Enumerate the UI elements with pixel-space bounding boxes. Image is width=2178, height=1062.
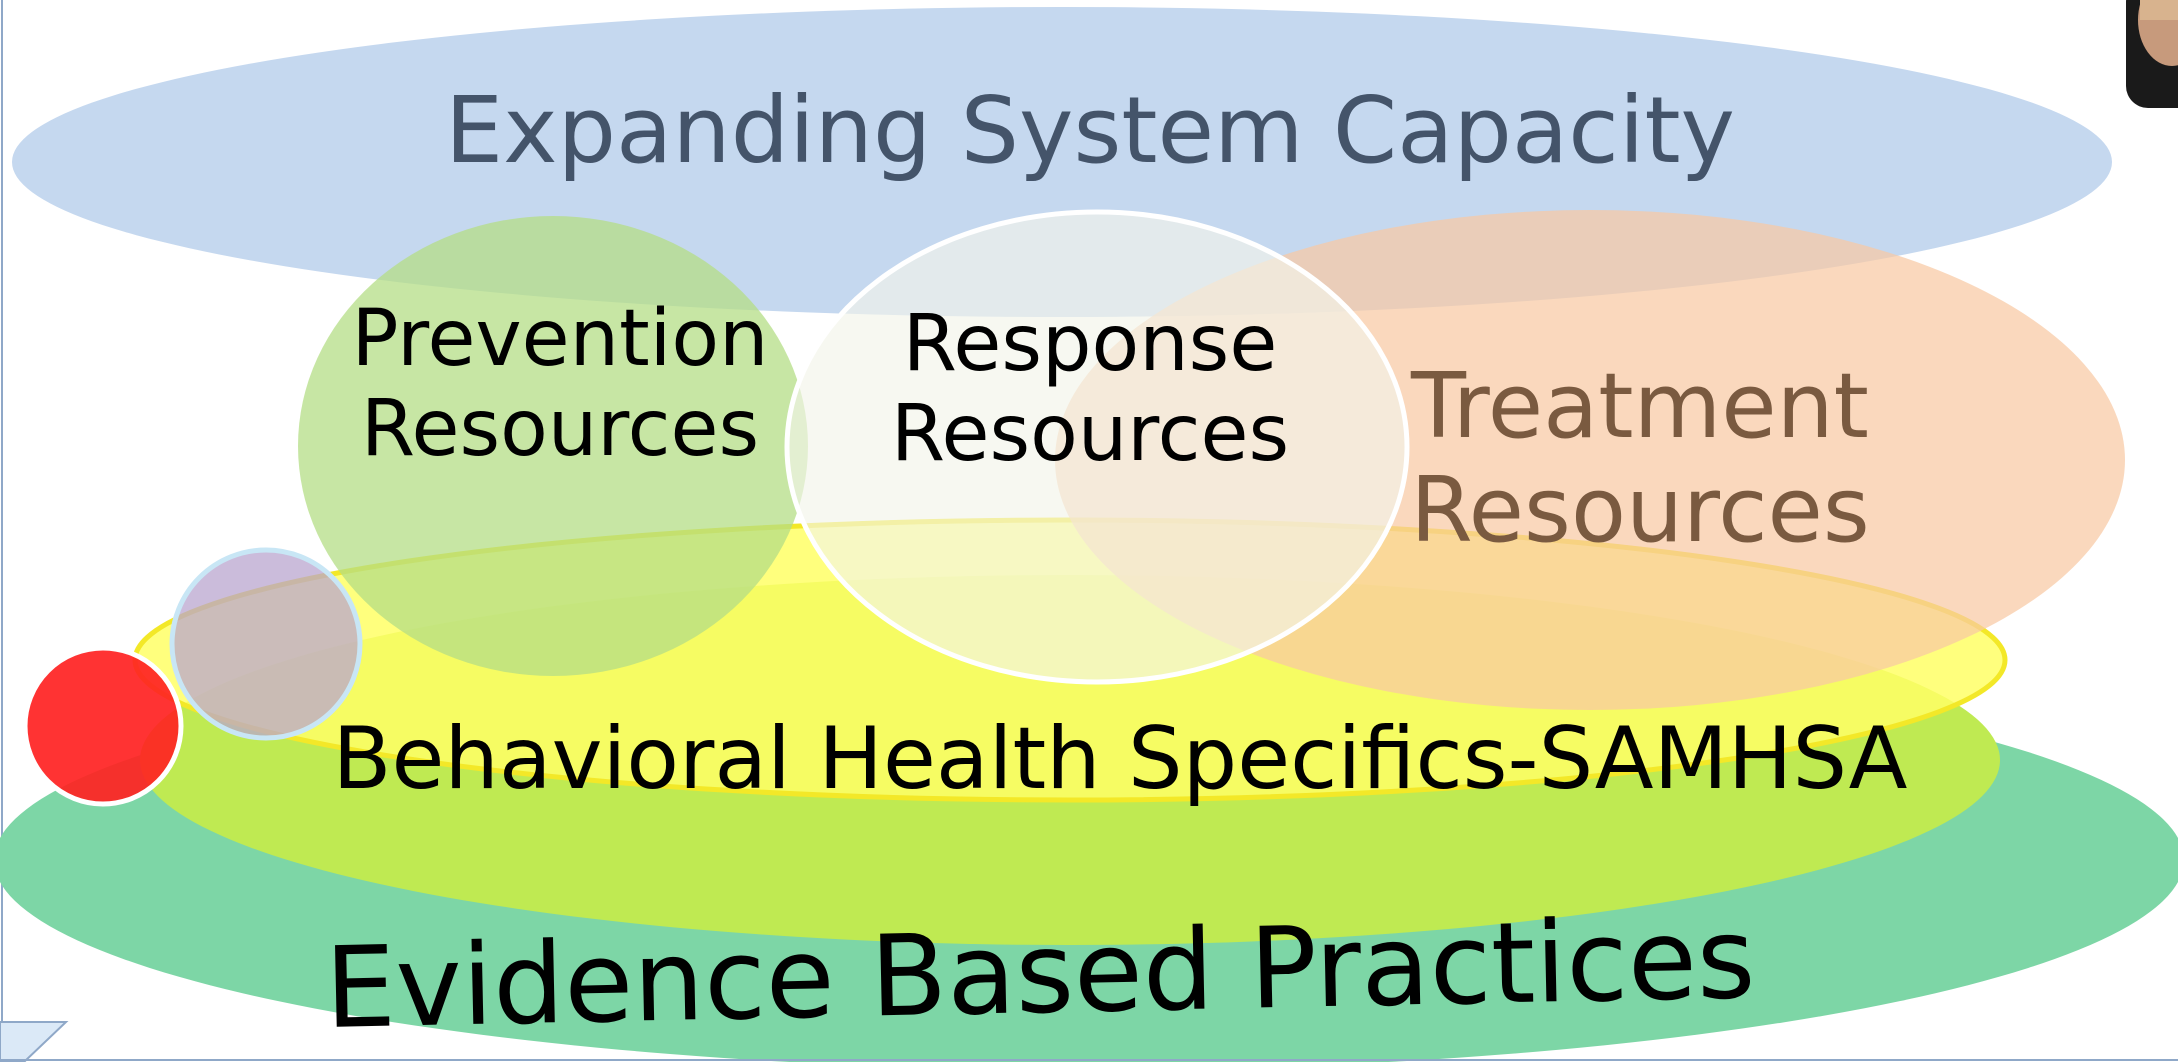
prevention-ellipse xyxy=(298,216,808,676)
red-dot xyxy=(22,645,184,807)
prevention-resources-label: Prevention Resources xyxy=(300,294,820,474)
treatment-label-line-1: Treatment xyxy=(1411,354,1869,459)
expanding-system-capacity-label: Expanding System Capacity xyxy=(445,77,1735,184)
treatment-label-line-2: Resources xyxy=(1410,457,1870,563)
presenter-photo-thumbnail xyxy=(2126,0,2178,108)
behavioral-health-label: Behavioral Health Specifics-SAMHSA xyxy=(332,709,1908,809)
prevention-label-line-1: Prevention xyxy=(351,294,769,384)
prevention-label-line-2: Resources xyxy=(360,383,760,474)
treatment-resources-label: Treatment Resources xyxy=(1370,355,1910,562)
response-resources-label: Response Resources xyxy=(840,299,1340,479)
purple-dot xyxy=(169,547,363,741)
slide-corner-decoration xyxy=(0,1021,2178,1062)
response-label-line-2: Resources xyxy=(890,388,1290,479)
response-ellipse xyxy=(784,209,1410,685)
response-label-line-1: Response xyxy=(902,299,1278,389)
